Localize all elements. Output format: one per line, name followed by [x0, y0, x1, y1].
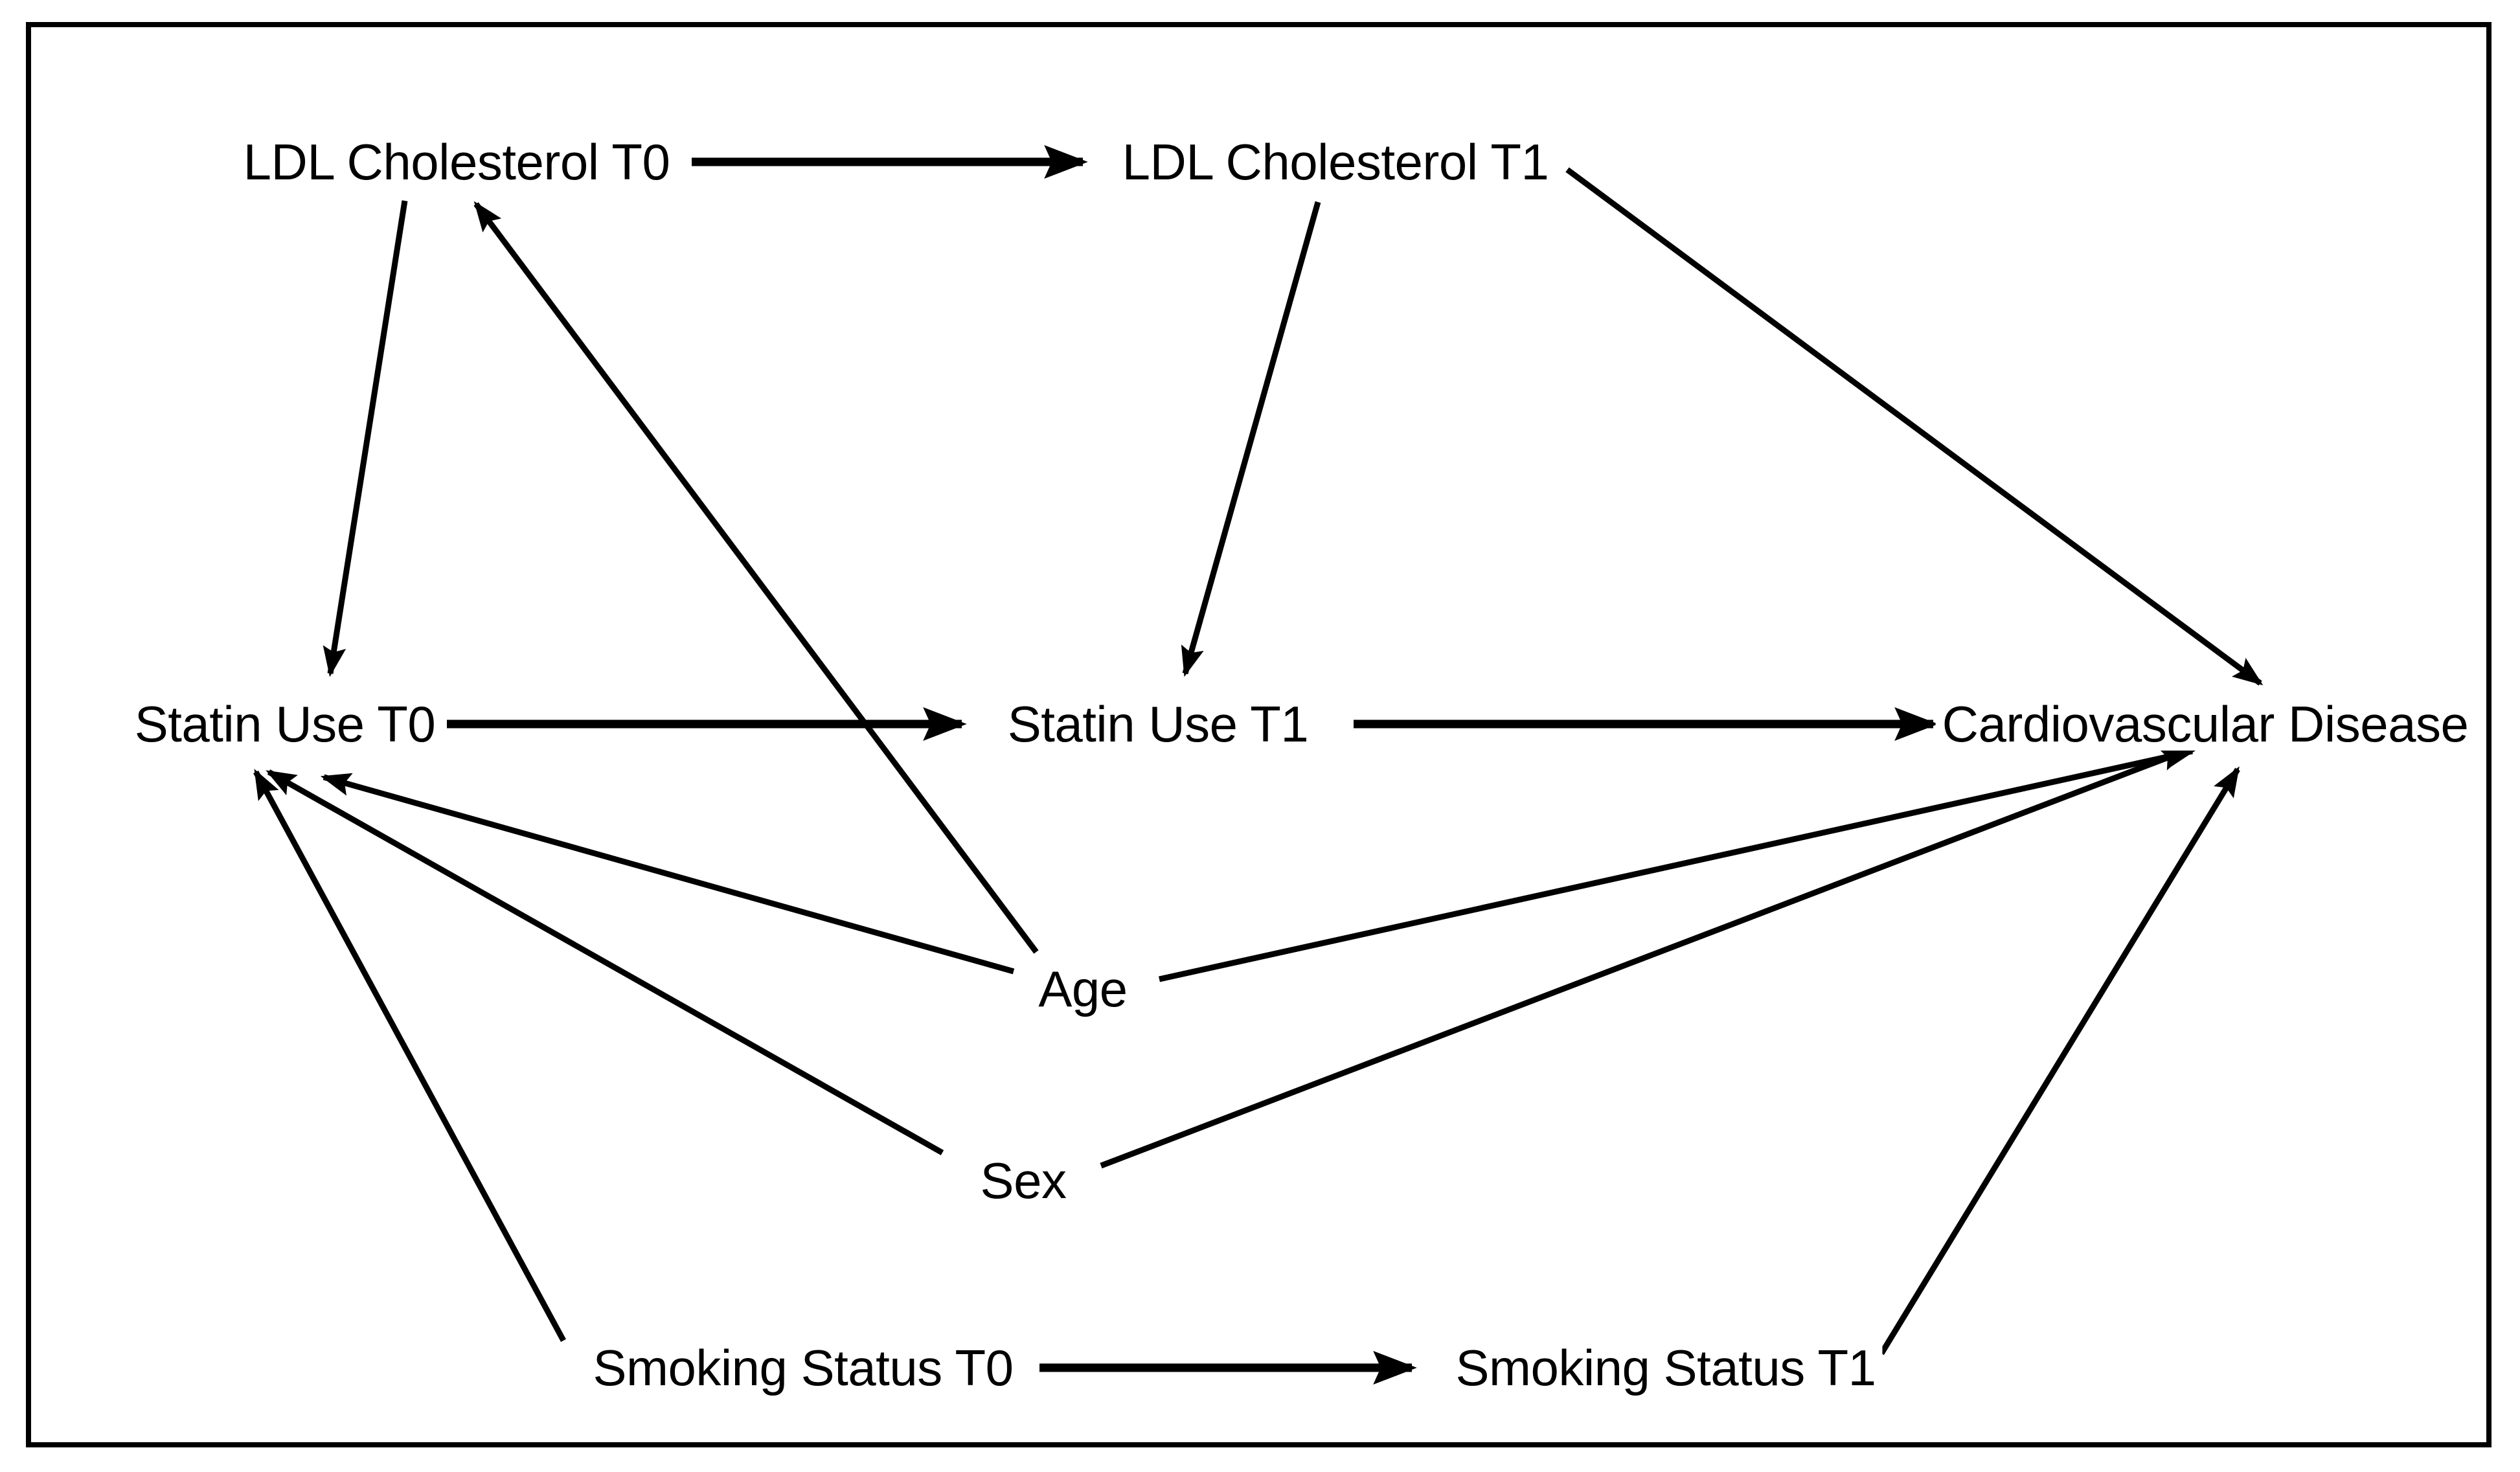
- dag-node-smoke_t0[interactable]: Smoking Status T0: [586, 1341, 1020, 1394]
- dag-node-cvd[interactable]: Cardiovascular Disease: [1935, 697, 2475, 751]
- edges-group: [253, 145, 2264, 1385]
- dag-edge-e3: [473, 201, 1039, 954]
- dag-edge-e14: [1879, 766, 2240, 1355]
- dag-edge-e2: [323, 200, 408, 677]
- dag-edge-e10: [253, 769, 566, 1342]
- dag-edge-e12: [1100, 747, 2192, 1169]
- dag-node-smoke_t1[interactable]: Smoking Status T1: [1449, 1341, 1883, 1394]
- dag-node-ldl_t0[interactable]: LDL Cholesterol T0: [236, 135, 677, 188]
- dag-node-age[interactable]: Age: [1032, 962, 1134, 1015]
- dag-edge-e5: [1565, 167, 2264, 686]
- dag-edge-e11: [1159, 745, 2196, 982]
- dag-node-sex[interactable]: Sex: [973, 1154, 1073, 1207]
- dag-node-statin_t1[interactable]: Statin Use T1: [1001, 697, 1315, 751]
- dag-edge-e8: [320, 773, 1015, 975]
- dag-edge-e9: [266, 769, 944, 1155]
- dag-node-ldl_t1[interactable]: LDL Cholesterol T1: [1115, 135, 1556, 188]
- dag-edge-e4: [1181, 201, 1321, 677]
- dag-node-statin_t0[interactable]: Statin Use T0: [128, 697, 442, 751]
